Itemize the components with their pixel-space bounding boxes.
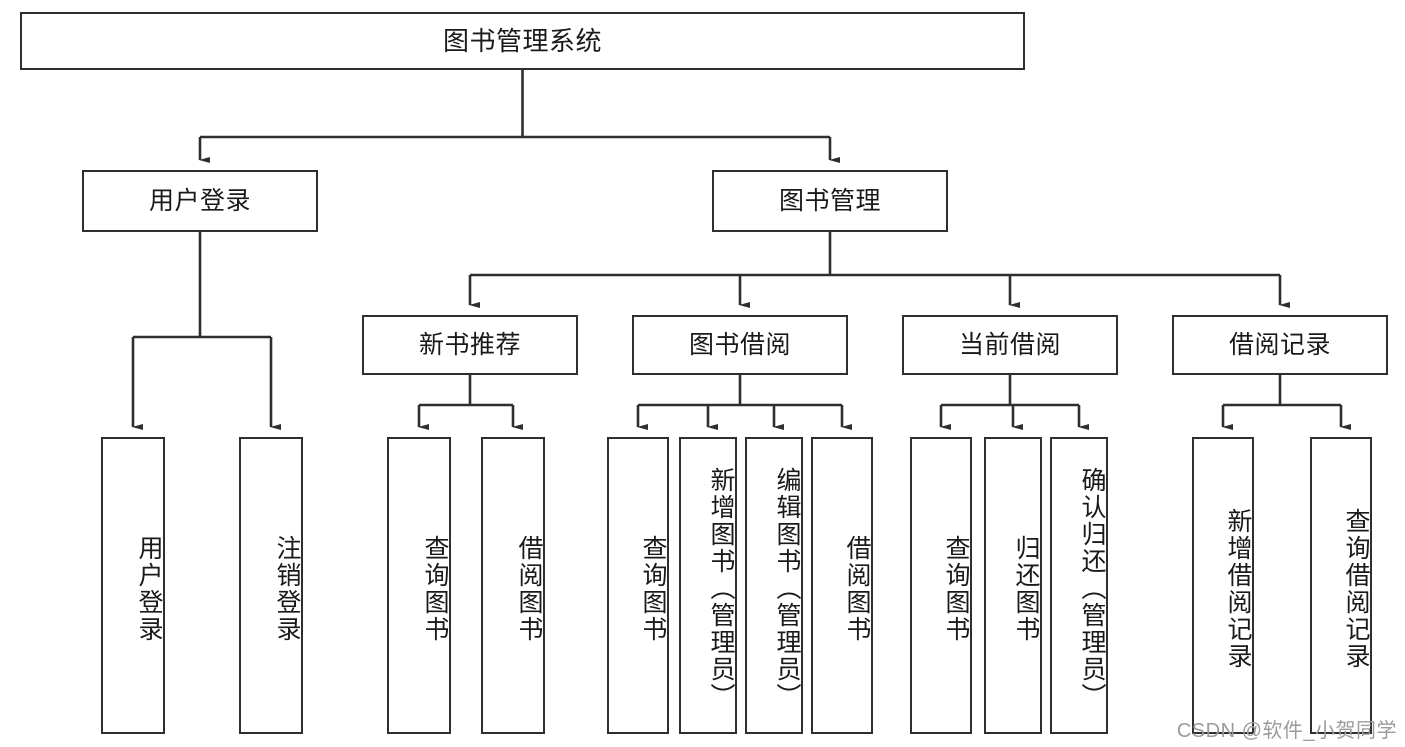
node-label: 确认归还（管理员） — [1078, 467, 1106, 710]
node-label: 归还图书 — [1012, 534, 1040, 643]
node-current-borrow[interactable]: 当前借阅 — [902, 315, 1118, 375]
node-label: 借阅图书 — [515, 534, 543, 643]
node-leaf-borrow-book-1[interactable]: 借阅图书 — [481, 437, 545, 734]
node-leaf-borrow-book-2[interactable]: 借阅图书 — [811, 437, 873, 734]
node-root-system[interactable]: 图书管理系统 — [20, 12, 1025, 70]
node-label: 图书借阅 — [688, 330, 791, 359]
node-leaf-edit-book[interactable]: 编辑图书（管理员） — [745, 437, 803, 734]
node-leaf-query-record[interactable]: 查询借阅记录 — [1310, 437, 1372, 734]
node-label: 查询图书 — [942, 534, 970, 643]
node-leaf-confirm-return[interactable]: 确认归还（管理员） — [1050, 437, 1108, 734]
node-label: 用户登录 — [135, 534, 163, 643]
node-leaf-query-book-3[interactable]: 查询图书 — [910, 437, 972, 734]
node-label: 查询图书 — [421, 534, 449, 643]
node-new-book-rec[interactable]: 新书推荐 — [362, 315, 578, 375]
node-label: 当前借阅 — [958, 330, 1061, 359]
node-leaf-query-book-2[interactable]: 查询图书 — [607, 437, 669, 734]
node-leaf-user-login[interactable]: 用户登录 — [101, 437, 165, 734]
node-label: 新增借阅记录 — [1224, 507, 1252, 670]
node-leaf-logout[interactable]: 注销登录 — [239, 437, 303, 734]
node-leaf-query-book-1[interactable]: 查询图书 — [387, 437, 451, 734]
node-label: 注销登录 — [273, 534, 301, 643]
node-leaf-add-record[interactable]: 新增借阅记录 — [1192, 437, 1254, 734]
node-label: 查询借阅记录 — [1342, 507, 1370, 670]
node-label: 新增图书（管理员） — [707, 467, 735, 710]
node-label: 用户登录 — [148, 186, 251, 215]
node-label: 查询图书 — [639, 534, 667, 643]
node-label: 图书管理 — [778, 186, 881, 215]
node-leaf-return-book[interactable]: 归还图书 — [984, 437, 1042, 734]
node-leaf-add-book[interactable]: 新增图书（管理员） — [679, 437, 737, 734]
node-book-borrow[interactable]: 图书借阅 — [632, 315, 848, 375]
node-book-manage[interactable]: 图书管理 — [712, 170, 948, 232]
node-borrow-record[interactable]: 借阅记录 — [1172, 315, 1388, 375]
node-label: 图书管理系统 — [442, 26, 602, 56]
node-label: 借阅记录 — [1228, 330, 1331, 359]
node-label: 借阅图书 — [843, 534, 871, 643]
node-label: 编辑图书（管理员） — [773, 467, 801, 710]
node-label: 新书推荐 — [418, 330, 521, 359]
node-user-login[interactable]: 用户登录 — [82, 170, 318, 232]
watermark: CSDN @软件_小贺同学 — [1176, 720, 1397, 742]
